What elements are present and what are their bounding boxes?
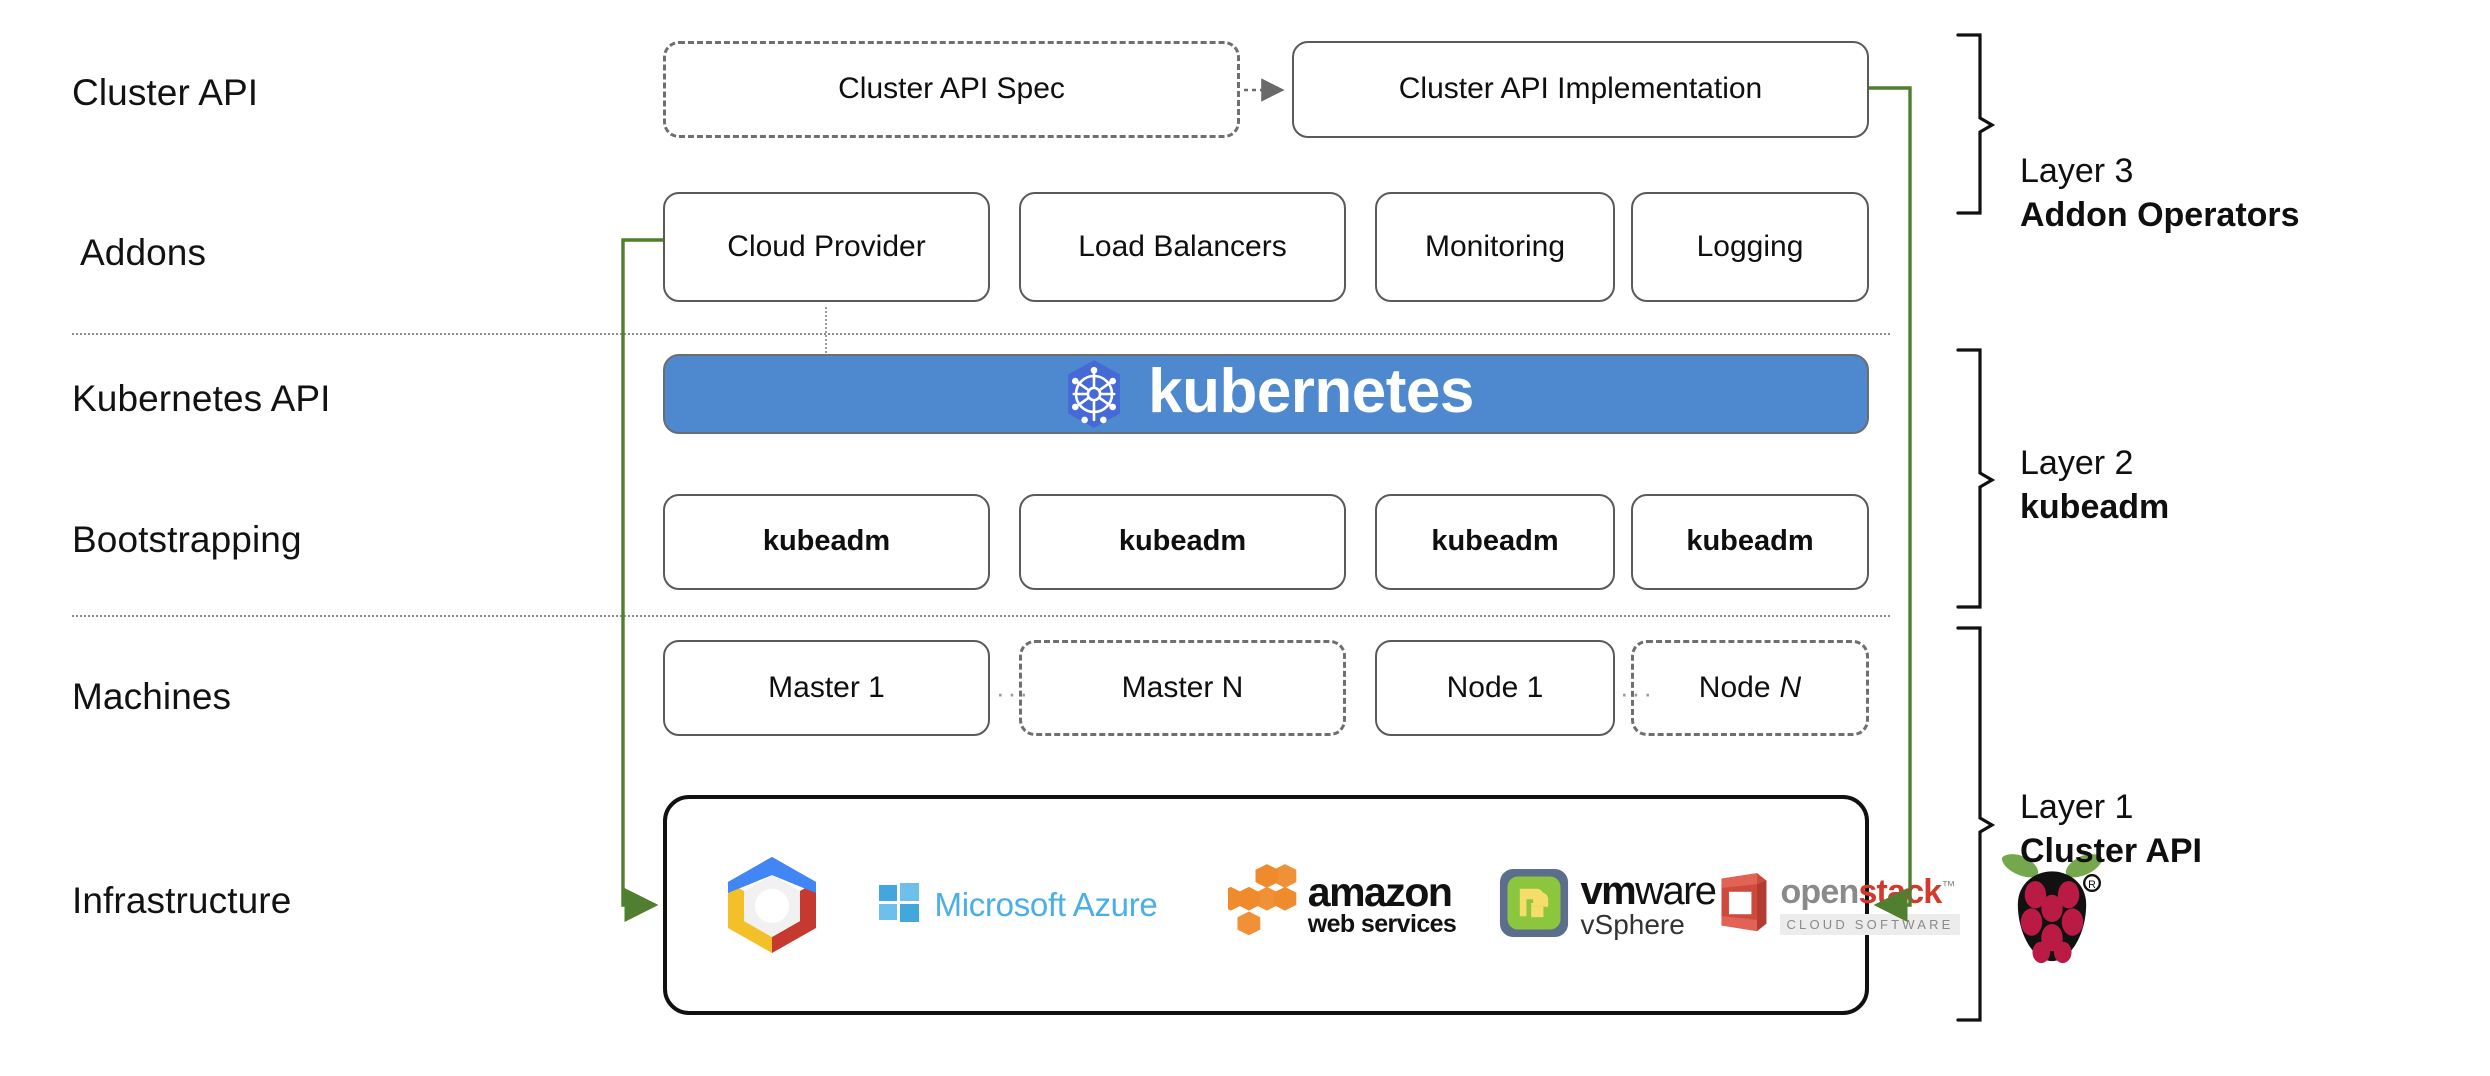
- box-label: kubeadm: [1431, 525, 1559, 558]
- provider-vmware[interactable]: vmware vSphere: [1477, 855, 1737, 955]
- separator-layer3-layer2: [72, 333, 1890, 335]
- layer-label-3: Layer 3 Addon Operators: [2020, 150, 2300, 237]
- kubernetes-banner: kubernetes: [663, 354, 1869, 434]
- vsphere-wordmark: vSphere: [1580, 908, 1685, 940]
- aws-cubes-icon: [1219, 862, 1302, 949]
- box-addon-load-balancers[interactable]: Load Balancers: [1019, 192, 1346, 302]
- row-label-kubernetes-api: Kubernetes API: [72, 378, 331, 419]
- openstack-wordmark-stack: stack: [1858, 873, 1942, 911]
- box-addon-logging[interactable]: Logging: [1631, 192, 1869, 302]
- layer-label-2: Layer 2 kubeadm: [2020, 442, 2169, 529]
- box-machine-node-n[interactable]: Node N: [1631, 640, 1869, 736]
- box-addon-cloud-provider[interactable]: Cloud Provider: [663, 192, 990, 302]
- box-label: Master 1: [768, 670, 885, 704]
- layer-number: Layer 3: [2020, 152, 2134, 190]
- layer-name: Cluster API: [2020, 831, 2203, 870]
- box-label: Load Balancers: [1078, 229, 1287, 263]
- box-label: Cluster API Spec: [838, 72, 1065, 106]
- aws-wordmark-sub: web services: [1307, 909, 1457, 938]
- box-machine-master-1[interactable]: Master 1: [663, 640, 990, 736]
- layer-name: Addon Operators: [2020, 195, 2300, 234]
- box-cluster-api-spec[interactable]: Cluster API Spec: [663, 41, 1240, 138]
- row-label-addons: Addons: [80, 232, 207, 273]
- raspberry-pi-icon: R: [2002, 854, 2102, 964]
- box-label-italic: N: [1779, 670, 1802, 704]
- vmware-tile-icon: [1499, 868, 1569, 943]
- svg-text:R: R: [2088, 879, 2096, 891]
- box-label: Cloud Provider: [727, 229, 926, 263]
- layer-name: kubeadm: [2020, 487, 2170, 526]
- infrastructure-container: Microsoft Azure amazon web services: [663, 795, 2102, 1015]
- layer-number: Layer 2: [2020, 444, 2134, 482]
- provider-gcp[interactable]: [707, 840, 837, 970]
- brace-layer-2: [1956, 348, 1996, 609]
- box-kubeadm-master1[interactable]: kubeadm: [663, 494, 990, 590]
- box-label: kubeadm: [1118, 525, 1247, 558]
- openstack-cube-icon: [1714, 869, 1772, 942]
- box-machine-node-1[interactable]: Node 1: [1375, 640, 1615, 736]
- box-label: Logging: [1696, 229, 1804, 263]
- openstack-wordmark-sub: CLOUD SOFTWARE: [1780, 914, 1960, 935]
- provider-aws[interactable]: amazon web services: [1207, 855, 1477, 955]
- layer-label-1: Layer 1 Cluster API: [2020, 786, 2202, 873]
- green-connector-left: [621, 238, 663, 922]
- azure-window-icon: [877, 881, 921, 930]
- gcp-hexagon-icon: [728, 857, 816, 953]
- provider-azure[interactable]: Microsoft Azure: [867, 870, 1167, 940]
- layer-number: Layer 1: [2020, 788, 2134, 826]
- box-kubeadm-noden[interactable]: kubeadm: [1631, 494, 1869, 590]
- row-label-bootstrapping: Bootstrapping: [72, 519, 302, 560]
- vmware-wordmark-vm: vm: [1580, 868, 1637, 913]
- azure-wordmark: Microsoft Azure: [934, 886, 1158, 923]
- box-label: Cluster API Implementation: [1398, 72, 1763, 106]
- row-label-cluster-api: Cluster API: [72, 72, 259, 113]
- box-kubeadm-mastern[interactable]: kubeadm: [1019, 494, 1346, 590]
- machines-ellipsis-1: ···: [996, 678, 1031, 708]
- box-machine-master-n[interactable]: Master N: [1019, 640, 1346, 736]
- box-kubeadm-node1[interactable]: kubeadm: [1375, 494, 1615, 590]
- box-label: Monitoring: [1424, 229, 1566, 263]
- box-label: Node: [1698, 670, 1771, 704]
- row-label-infrastructure: Infrastructure: [72, 880, 292, 921]
- openstack-wordmark-open: open: [1780, 873, 1859, 911]
- kubernetes-helm-icon: [1058, 358, 1130, 430]
- provider-openstack[interactable]: openstack™ CLOUD SOFTWARE: [1712, 855, 1962, 955]
- box-label: Master N: [1121, 670, 1244, 704]
- box-label: Node 1: [1446, 670, 1544, 704]
- box-addon-monitoring[interactable]: Monitoring: [1375, 192, 1615, 302]
- vmware-wordmark-ware: ware: [1635, 868, 1717, 913]
- machines-ellipsis-2: ···: [1620, 678, 1655, 708]
- brace-layer-1: [1956, 626, 1996, 1022]
- provider-raspberry-pi[interactable]: R: [1992, 840, 2112, 970]
- connector-cloudprovider-to-kubernetes: [825, 307, 827, 365]
- separator-layer2-layer1: [72, 615, 1890, 617]
- row-label-machines: Machines: [72, 676, 232, 717]
- brace-layer-3: [1956, 33, 1996, 215]
- box-label: kubeadm: [762, 525, 891, 558]
- kubernetes-wordmark: kubernetes: [1148, 357, 1474, 426]
- box-label: kubeadm: [1686, 525, 1814, 558]
- box-cluster-api-implementation[interactable]: Cluster API Implementation: [1292, 41, 1869, 138]
- green-connector-right: [1869, 86, 1912, 922]
- aws-wordmark: amazon: [1307, 869, 1453, 916]
